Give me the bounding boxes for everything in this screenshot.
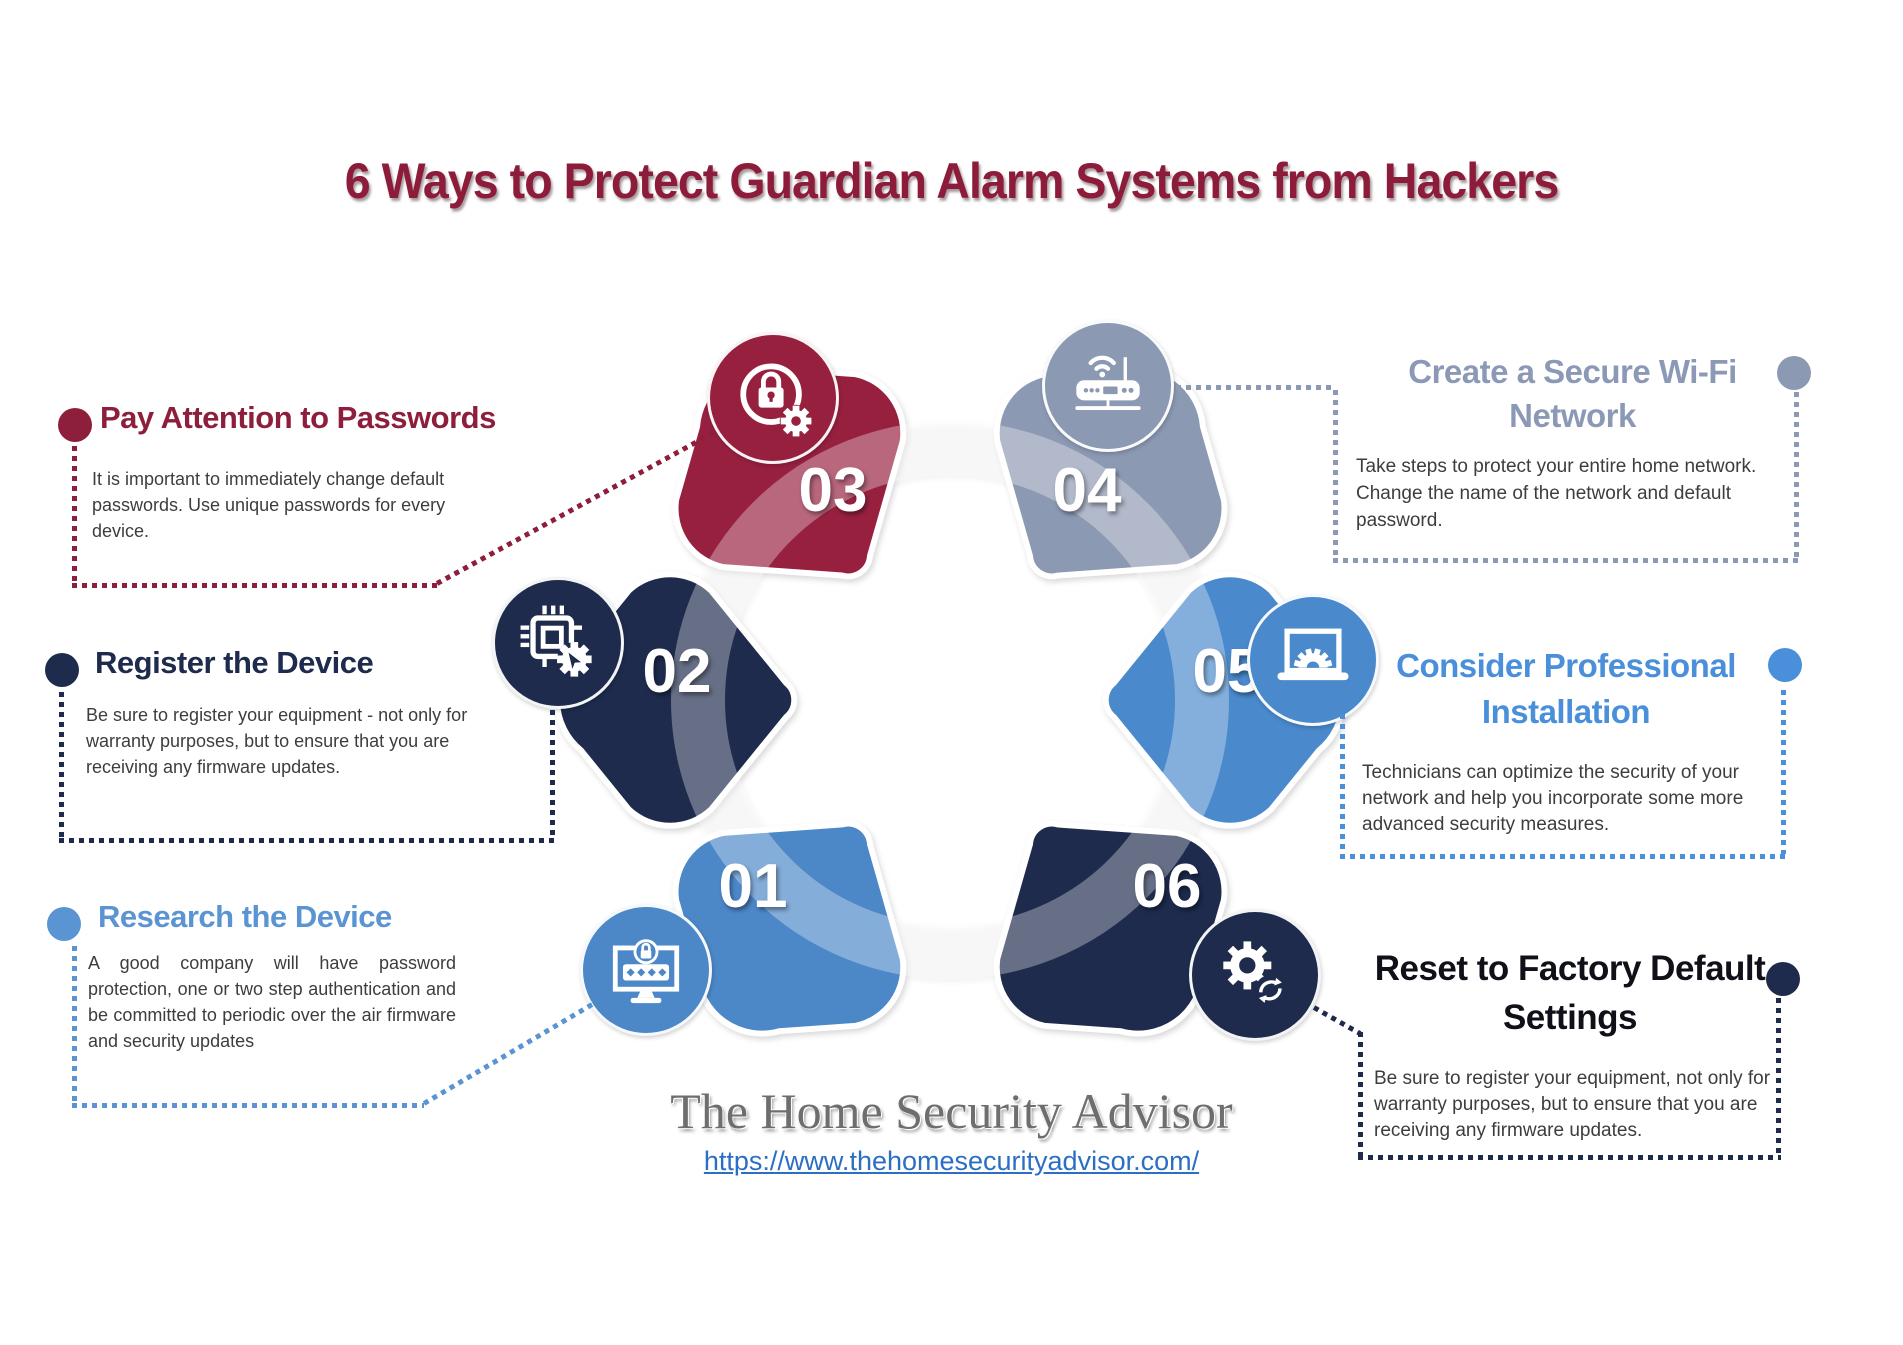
step-06-icon-badge <box>1189 909 1321 1041</box>
step-05-bullet <box>1768 648 1802 682</box>
dotted-connector <box>72 583 438 588</box>
dotted-connector <box>1776 998 1781 1156</box>
dotted-connector <box>1358 1155 1781 1160</box>
dotted-connector <box>72 946 77 1106</box>
dotted-connector <box>1333 558 1799 563</box>
step-04-title: Create a Secure Wi-Fi Network <box>1408 353 1737 434</box>
step-05-icon-badge <box>1247 594 1379 726</box>
dotted-connector <box>550 710 555 840</box>
gear-sync-icon <box>1223 941 1286 1006</box>
step-04-number: 04 <box>1052 456 1122 525</box>
dotted-connector <box>59 838 555 843</box>
step-04-description: Take steps to protect your entire home n… <box>1356 456 1757 531</box>
step-01-title: Research the Device <box>98 899 392 934</box>
website-url-link[interactable]: https://www.thehomesecurityadvisor.com/ <box>703 1146 1200 1176</box>
monitor-password-icon <box>612 939 680 1004</box>
dotted-connector <box>1340 714 1345 858</box>
step-05-description: Technicians can optimize the security of… <box>1362 762 1744 835</box>
step-02-title: Register the Device <box>95 645 374 680</box>
step-01-bullet <box>47 907 81 941</box>
chip-gear-icon <box>520 605 592 677</box>
dotted-connector <box>1794 392 1799 560</box>
step-03-number: 03 <box>798 456 868 525</box>
step-03-description: It is important to immediately change de… <box>92 469 446 541</box>
step-05-title: Consider Professional Installation <box>1396 647 1736 730</box>
dotted-connector <box>1781 690 1786 854</box>
dotted-connector <box>1333 390 1338 562</box>
step-04-icon-badge <box>1042 320 1174 452</box>
step-03-bullet <box>58 408 92 442</box>
dotted-connector <box>1358 1032 1363 1158</box>
wifi-router-icon <box>1075 355 1141 410</box>
dotted-connector <box>72 1103 424 1108</box>
step-02-description: Be sure to register your equipment - not… <box>86 705 468 777</box>
dotted-connector <box>1340 854 1787 859</box>
step-02-icon-badge <box>492 577 624 709</box>
step-06-number: 06 <box>1132 852 1202 921</box>
step-01-icon-badge <box>580 904 712 1036</box>
dotted-connector <box>72 446 77 586</box>
step-03-icon-badge <box>707 332 839 464</box>
step-06-title: Reset to Factory Default Settings <box>1374 949 1766 1037</box>
step-06-bullet <box>1766 962 1800 996</box>
step-02-number: 02 <box>642 637 712 706</box>
laptop-gear-icon <box>1277 628 1349 681</box>
step-01-number: 01 <box>718 852 788 921</box>
dotted-connector <box>1176 385 1336 390</box>
lock-circle-gear-icon <box>740 363 813 438</box>
brand-title: The Home Security Advisor <box>670 1083 1233 1139</box>
page-title: 6 Ways to Protect Guardian Alarm Systems… <box>344 153 1560 209</box>
step-04-bullet <box>1777 356 1811 390</box>
step-01-description: A good company will have password protec… <box>88 953 456 1051</box>
step-03-title: Pay Attention to Passwords <box>100 400 496 435</box>
dotted-connector <box>59 692 64 842</box>
step-02-bullet <box>45 653 79 687</box>
step-06-description: Be sure to register your equipment, not … <box>1374 1068 1771 1141</box>
